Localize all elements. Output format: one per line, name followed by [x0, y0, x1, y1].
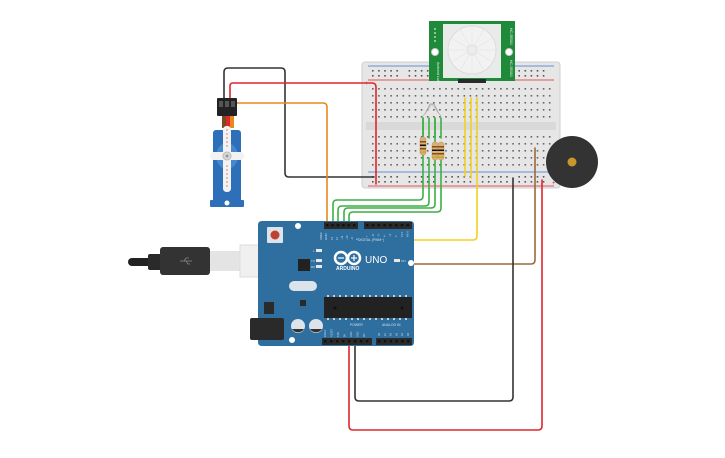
led-tx-label: TX	[311, 259, 315, 263]
pir-pins	[458, 79, 486, 83]
analog-pin-label: A5	[407, 332, 410, 336]
rail-plus-label-bottom: +	[552, 181, 556, 187]
atmega-chip	[324, 297, 412, 318]
digital-pin-label: 7	[365, 235, 369, 237]
pir-label-left: Ambient Lab	[436, 62, 440, 82]
led-tx	[316, 259, 322, 262]
usb-plug-metal	[210, 251, 240, 271]
pin-label-aref: AREF	[319, 232, 323, 240]
wire-servo-gnd[interactable]	[223, 67, 375, 178]
usb-cable-cord	[128, 258, 154, 266]
power-pin-label: RESET	[331, 328, 334, 337]
usb-icon	[180, 257, 192, 265]
power-pin-label: Vin	[363, 333, 366, 337]
led-on	[394, 259, 400, 262]
power-pin-label: GND	[357, 331, 360, 337]
header-power	[322, 338, 372, 345]
header-digital-left	[324, 222, 358, 229]
analog-pin-label: A0	[378, 332, 381, 336]
breadboard[interactable]: + +	[361, 61, 561, 189]
crystal	[289, 281, 317, 291]
digital-pin-label: ~6	[371, 233, 375, 237]
breadboard-center-channel	[366, 122, 556, 130]
wire-rgb-green[interactable]	[337, 157, 430, 227]
wire-rgb-common[interactable]	[348, 157, 442, 227]
mount-hole	[289, 337, 295, 343]
power-pin-label: GND	[350, 331, 353, 337]
mount-hole	[408, 260, 414, 266]
arduino-brand: ARDUINO	[336, 266, 359, 272]
resistor-3[interactable]	[437, 141, 445, 161]
analog-pin-label: A3	[395, 332, 398, 336]
pir-dome-facets	[449, 27, 495, 73]
wire-servo-signal[interactable]	[235, 102, 328, 227]
digital-pin-label: ~3	[388, 233, 392, 237]
digital-pin-label: RX 0	[406, 231, 410, 237]
header-digital-right	[364, 222, 412, 229]
pir-mount-hole-right	[505, 48, 513, 56]
digital-pin-label: 8	[355, 238, 359, 240]
power-pin-label: 3.3V	[337, 332, 340, 337]
digital-pin-label: 2	[394, 235, 398, 237]
power-jack	[250, 318, 284, 340]
led-rx-label: RX	[311, 265, 315, 269]
digital-pin-label: 12	[335, 237, 339, 240]
analog-pin-label: A1	[384, 332, 387, 336]
analog-pin-label: A2	[390, 332, 393, 336]
voltage-regulator	[264, 302, 274, 314]
power-header-label: POWER	[350, 323, 363, 327]
buzzer-center	[567, 157, 577, 167]
pir-label-right-top: HC-SR501	[509, 28, 513, 45]
piezo-buzzer[interactable]	[546, 136, 598, 188]
usb-chip	[298, 259, 310, 271]
power-pin-label: 5V	[344, 334, 347, 337]
usb-cable[interactable]	[128, 244, 263, 278]
digital-pin-label: 4	[382, 235, 386, 237]
resistor-2[interactable]	[431, 141, 439, 161]
mount-hole	[295, 223, 301, 229]
resistors[interactable]	[419, 136, 445, 161]
pir-sensor[interactable]: Ambient Lab HC-SR501 HC-SR501	[429, 21, 515, 83]
arduino-model: UNO	[365, 255, 387, 266]
rgb-led[interactable]	[422, 103, 442, 117]
digital-pin-label: TX 1	[400, 231, 404, 237]
power-pin-label: IOREF	[324, 329, 327, 337]
wires[interactable]	[223, 67, 543, 431]
analog-pin-label: A4	[401, 332, 404, 336]
bottom-rail-holes	[372, 176, 545, 183]
wire-5v-arduino[interactable]	[348, 179, 543, 431]
rail-plus-label: +	[365, 81, 369, 87]
wire-gnd-arduino[interactable]	[354, 177, 514, 402]
digital-header-label: DIGITAL (PWM~)	[358, 238, 384, 242]
micro-servo[interactable]	[210, 98, 244, 207]
analog-header-label: ANALOG IN	[382, 323, 401, 327]
wire-rgb-blue[interactable]	[343, 117, 436, 227]
digital-pin-label: ~11	[340, 235, 344, 240]
led-on-label: ON	[401, 259, 406, 263]
led-l-label: L	[313, 249, 315, 253]
led-l	[316, 249, 322, 252]
header-analog	[376, 338, 412, 345]
digital-pin-label: 13	[330, 237, 334, 240]
resistor-1[interactable]	[419, 136, 427, 156]
wire-servo-5v[interactable]	[229, 82, 377, 185]
led-rx	[316, 265, 322, 268]
digital-pin-label: ~10	[345, 235, 349, 240]
wire-rgb-red[interactable]	[332, 117, 424, 227]
digital-pin-label: ~5	[377, 233, 381, 237]
digital-pin-label: ~9	[350, 236, 354, 240]
pin-label-gnd: GND	[324, 233, 328, 241]
arduino-logo-icon	[333, 250, 362, 266]
pir-label-right: HC-SR501	[509, 60, 513, 77]
pir-mount-hole-left	[431, 48, 439, 56]
